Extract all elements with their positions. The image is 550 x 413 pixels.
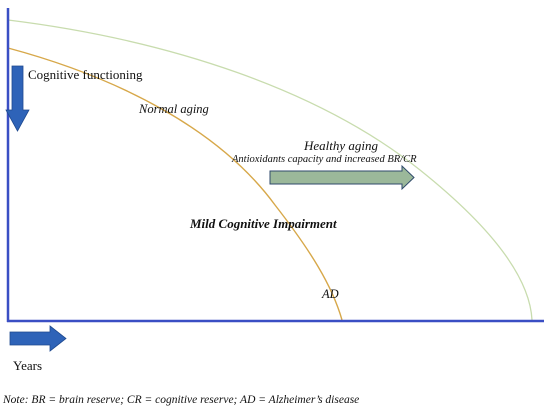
years-arrow — [9, 325, 67, 352]
normal-aging-curve — [7, 47, 343, 321]
years-label: Years — [13, 358, 43, 373]
ad-label: AD — [322, 287, 339, 301]
antioxidants-label: Antioxidants capacity and increased BR/C… — [232, 154, 417, 165]
cognitive-down-arrow — [5, 65, 30, 132]
mci-label: Mild Cognitive Impairment — [190, 216, 337, 231]
healthy-aging-curve — [7, 19, 533, 321]
healthy-aging-label: Healthy aging — [304, 138, 379, 153]
healthy-aging-arrow — [269, 164, 415, 191]
normal-aging-label: Normal aging — [139, 102, 209, 116]
cognitive-functioning-label: Cognitive functioning — [28, 67, 143, 82]
note-label: Note: BR = brain reserve; CR = cognitive… — [3, 394, 360, 406]
